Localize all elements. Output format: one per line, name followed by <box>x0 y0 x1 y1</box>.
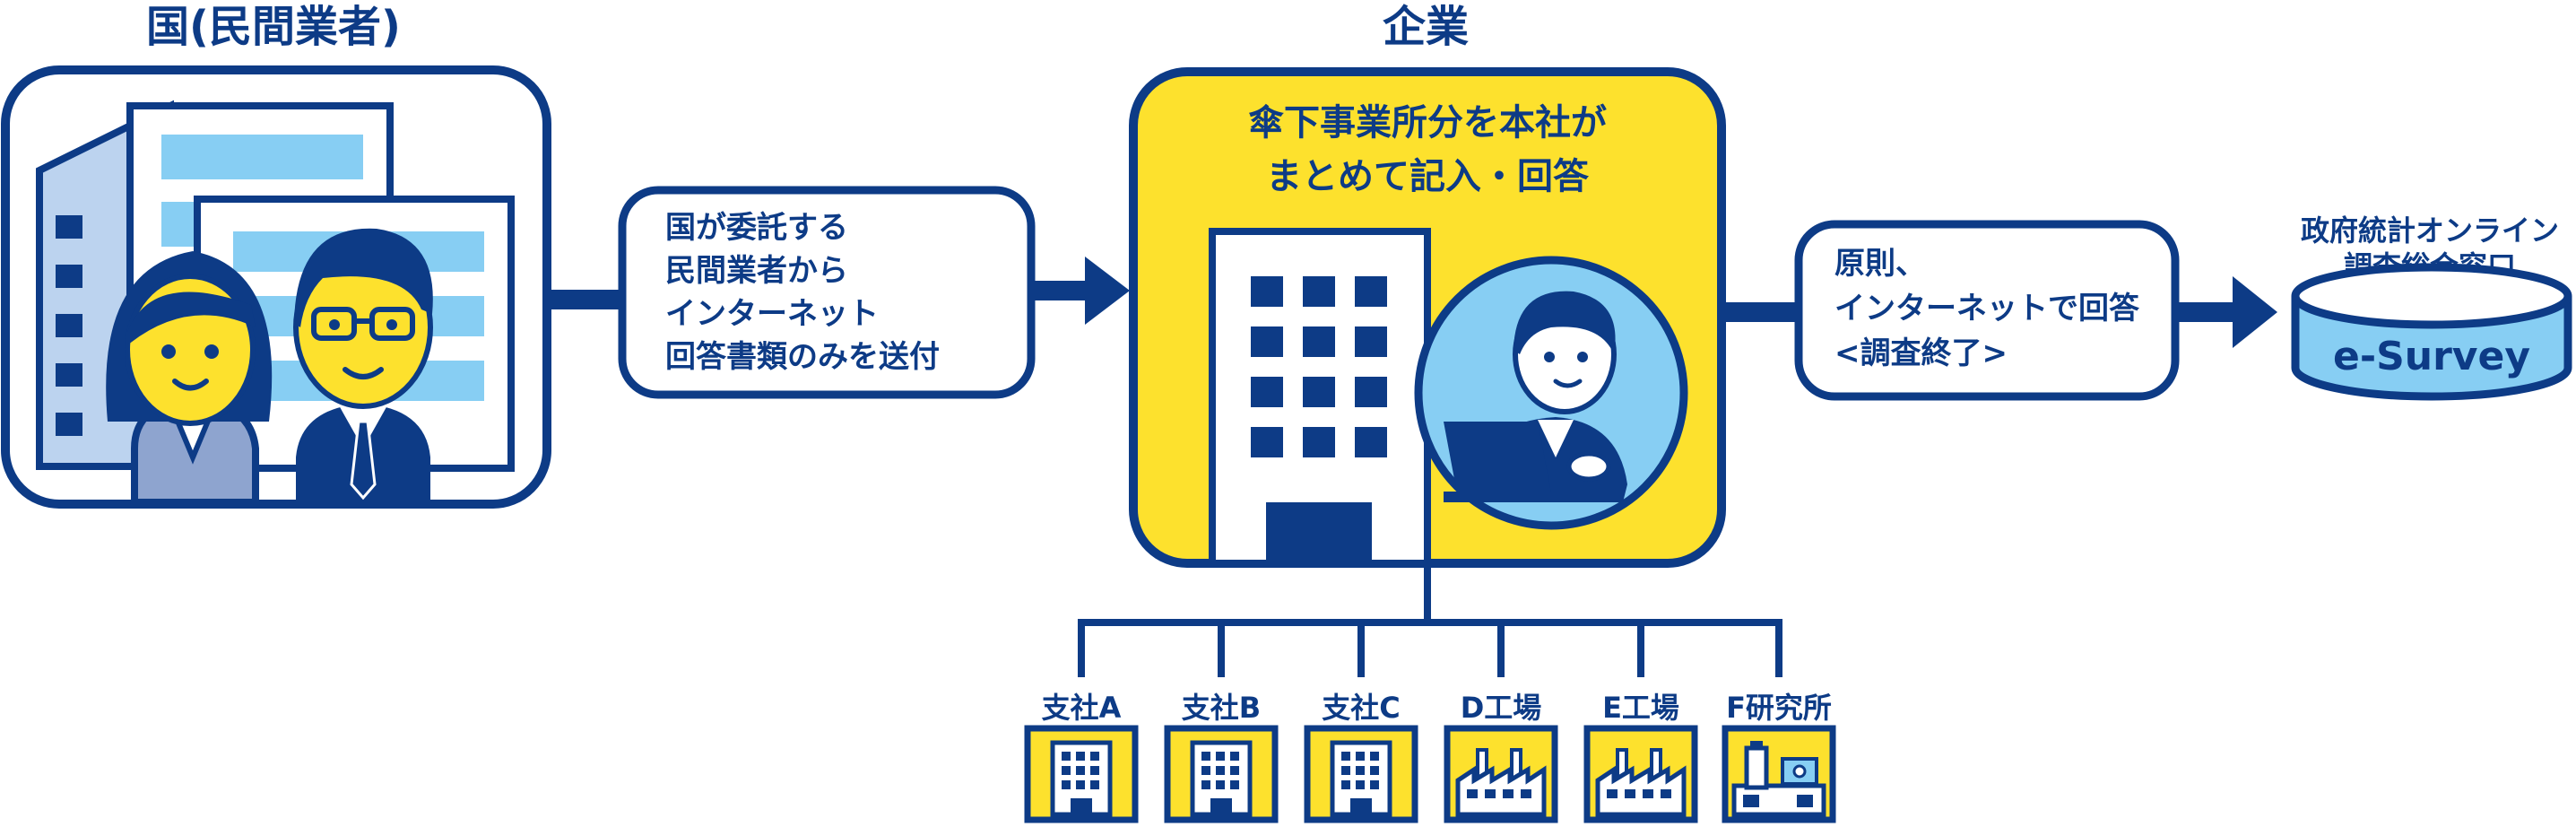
branch-3: 支社C <box>1304 691 1418 823</box>
company-panel: 傘下事業所分を本社が まとめて記入・回答 <box>1129 67 1726 568</box>
mail-box-line-2: 民間業者から <box>665 253 848 289</box>
branch-6: F研究所 <box>1722 691 1836 823</box>
answer-box-line-3: <調査終了> <box>1834 335 2008 371</box>
company-caption-line-1: 傘下事業所分を本社が <box>1248 102 1607 144</box>
company-title: 企業 <box>1383 2 1469 52</box>
factory-icon <box>1595 748 1687 817</box>
branch-5: E工場 <box>1583 691 1698 823</box>
connector-company-to-answer <box>1722 302 1799 322</box>
mail-box-line-4: 回答書類のみを送付 <box>665 339 940 375</box>
office-icon <box>1330 740 1392 817</box>
office-icon <box>1190 740 1253 817</box>
government-title: 国(民間業者) <box>146 2 401 52</box>
company-caption-line-2: まとめて記入・回答 <box>1266 156 1590 197</box>
government-panel <box>1 65 551 509</box>
branch-label: 支社B <box>1182 691 1261 725</box>
answer-box: 原則、 インターネットで回答 <調査終了> <box>1794 220 2180 401</box>
branch-label: D工場 <box>1461 691 1542 725</box>
headquarters-building-icon <box>1209 228 1431 567</box>
branch-list: 支社A 支社B 支社C D工場 E工場 F研究所 <box>1024 691 1836 823</box>
esurvey-label: e-Survey <box>2333 334 2530 379</box>
mail-box-line-3: インターネット <box>665 296 879 332</box>
mail-box: 国が委託する 民間業者から インターネット 回答書類のみを送付 <box>618 186 1036 399</box>
branch-label: E工場 <box>1602 691 1679 725</box>
branch-label: 支社A <box>1042 691 1122 725</box>
mail-box-line-1: 国が委託する <box>665 210 848 246</box>
office-icon <box>1050 740 1113 817</box>
arrow-to-company <box>1031 257 1130 325</box>
connector-gov-to-mailbox <box>549 290 622 309</box>
esurvey-database-icon: e-Survey <box>2291 263 2572 401</box>
man-illustration <box>293 228 433 502</box>
woman-illustration <box>106 251 273 506</box>
branch-2: 支社B <box>1164 691 1279 823</box>
factory-icon <box>1455 748 1547 817</box>
branch-4: D工場 <box>1444 691 1558 823</box>
branch-tree-lines <box>1078 563 1782 677</box>
portal-title-line-1: 政府統計オンライン <box>2301 213 2559 248</box>
answer-box-line-2: インターネットで回答 <box>1834 291 2140 326</box>
answer-box-line-1: 原則、 <box>1834 246 1926 282</box>
person-with-laptop-illustration <box>1414 256 1688 530</box>
branch-1: 支社A <box>1024 691 1139 823</box>
lab-icon <box>1731 741 1826 817</box>
branch-label: 支社C <box>1322 691 1401 725</box>
branch-label: F研究所 <box>1726 691 1832 725</box>
arrow-to-esurvey <box>2175 276 2277 348</box>
